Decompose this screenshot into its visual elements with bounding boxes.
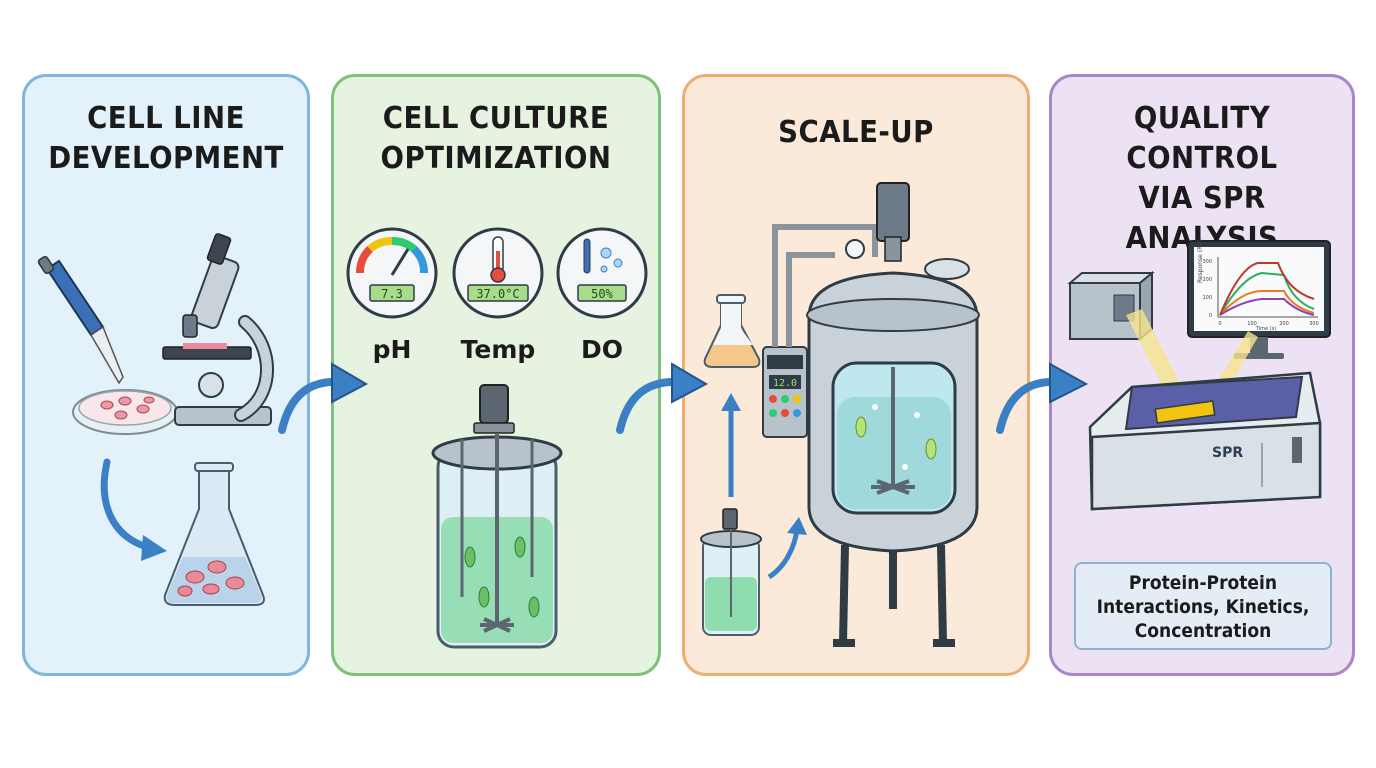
gauge-needle-icon (390, 248, 410, 276)
control-panel-icon: 12.0 (762, 346, 808, 438)
spr-illustration: Response (RU) 300 200 100 0 0 100 200 30… (1067, 239, 1331, 511)
panel-title: SCALE-UP (699, 113, 1014, 153)
panel-title: CELL CULTURE OPTIMIZATION (347, 99, 645, 179)
thermometer-icon (490, 236, 506, 283)
panel-title: CELL LINE DEVELOPMENT (36, 99, 295, 179)
qc-line-1: Protein-Protein (1128, 572, 1278, 594)
arrow-head-icon (141, 535, 167, 561)
temp-gauge: 37.0°C (452, 227, 544, 319)
spr-instrument-icon: SPR (1088, 371, 1322, 511)
control-display: 12.0 (773, 378, 797, 389)
oxygen-probe-icon (583, 238, 623, 274)
monitor-y-tick: 0 (1209, 313, 1212, 319)
monitor-y-tick: 200 (1202, 277, 1212, 283)
monitor-y-label: Response (RU) (1197, 239, 1204, 283)
qc-line-2: Interactions, Kinetics, (1096, 596, 1310, 618)
ph-reading: 7.3 (381, 287, 403, 301)
benchtop-bioreactor-icon (431, 384, 563, 649)
shake-flask-icon (703, 294, 761, 368)
monitor-y-tick: 300 (1202, 259, 1212, 265)
arrow-right-icon (996, 362, 1089, 434)
microscope-icon (162, 233, 274, 426)
industrial-bioreactor-icon (806, 182, 980, 647)
light-source-icon (1067, 270, 1155, 342)
monitor-x-tick: 100 (1247, 321, 1257, 327)
title-line-1: CELL CULTURE (382, 101, 610, 136)
ph-label: pH (372, 335, 412, 364)
panel-cell-culture-optimization: CELL CULTURE OPTIMIZATION 7.3 37.0°C (331, 74, 661, 676)
title-line-1: QUALITY CONTROL (1126, 101, 1278, 176)
panel-quality-control: QUALITY CONTROL VIA SPR ANALYSIS Respons… (1049, 74, 1355, 676)
temp-label: Temp (460, 335, 536, 364)
temp-reading: 37.0°C (476, 287, 519, 301)
qc-line-3: Concentration (1134, 620, 1272, 642)
small-bioreactor-icon (700, 508, 762, 636)
monitor-x-label: Time (s) (1255, 326, 1276, 332)
arrow-right-icon (616, 362, 709, 434)
monitor-x-tick: 200 (1279, 321, 1289, 327)
title-line-1: CELL LINE (87, 101, 245, 136)
panel-title: QUALITY CONTROL VIA SPR ANALYSIS (1064, 99, 1340, 259)
flask-icon (163, 462, 265, 606)
culture-illustration: 7.3 37.0°C 50% (346, 227, 648, 649)
title-line-2: OPTIMIZATION (380, 141, 612, 176)
petri-dish-icon (72, 389, 178, 435)
do-gauge: 50% (556, 227, 648, 319)
curved-arrow-down-icon (100, 458, 151, 551)
ph-gauge: 7.3 (346, 227, 438, 319)
monitor-y-tick: 100 (1202, 295, 1212, 301)
do-label: DO (580, 335, 623, 364)
monitor-x-tick: 300 (1309, 321, 1319, 327)
panel-cell-line-development: CELL LINE DEVELOPMENT (22, 74, 310, 676)
arrow-right-icon (278, 362, 369, 434)
title-line-2: DEVELOPMENT (48, 141, 284, 176)
panel-scale-up: SCALE-UP 12.0 (682, 74, 1030, 676)
spr-instrument-label: SPR (1212, 445, 1243, 461)
scale-up-illustration: 12.0 (700, 182, 980, 647)
qc-description-box: Protein-Protein Interactions, Kinetics, … (1074, 562, 1332, 650)
monitor-x-tick: 0 (1218, 321, 1221, 327)
pipette-icon (37, 255, 124, 385)
do-reading: 50% (591, 287, 613, 301)
title-line-1: SCALE-UP (778, 115, 934, 150)
cell-line-illustration (37, 233, 274, 606)
